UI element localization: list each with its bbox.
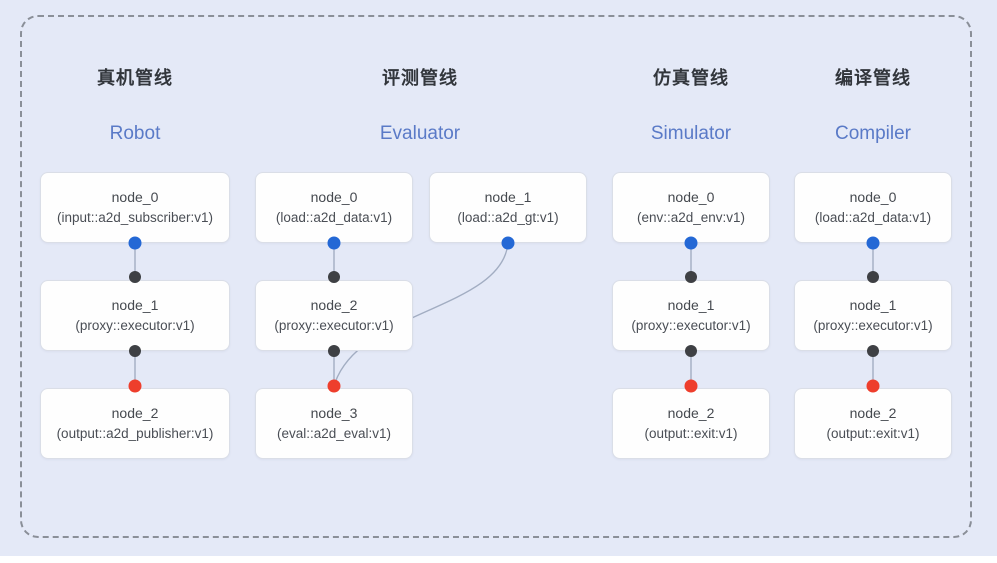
node-name: node_1 — [111, 297, 159, 313]
node-name: node_0 — [849, 189, 897, 205]
node-box-evaluator-node0[interactable]: node_0 (load::a2d_data:v1) — [255, 172, 413, 243]
node-name: node_0 — [310, 189, 358, 205]
node-impl: (eval::a2d_eval:v1) — [276, 426, 392, 441]
node-name: node_0 — [667, 189, 715, 205]
node-box-simulator-node1[interactable]: node_1 (proxy::executor:v1) — [612, 280, 770, 351]
node-impl: (output::exit:v1) — [826, 426, 920, 441]
node-impl: (output::a2d_publisher:v1) — [56, 426, 214, 441]
pipeline-title-zh-robot: 真机管线 — [97, 68, 173, 88]
node-impl: (load::a2d_gt:v1) — [457, 210, 559, 225]
node-name: node_1 — [484, 189, 532, 205]
node-box-evaluator-node1[interactable]: node_1 (load::a2d_gt:v1) — [429, 172, 587, 243]
node-box-evaluator-node2[interactable]: node_2 (proxy::executor:v1) — [255, 280, 413, 351]
node-box-compiler-node0[interactable]: node_0 (load::a2d_data:v1) — [794, 172, 952, 243]
node-name: node_2 — [849, 405, 897, 421]
node-box-robot-node2[interactable]: node_2 (output::a2d_publisher:v1) — [40, 388, 230, 459]
node-box-compiler-node1[interactable]: node_1 (proxy::executor:v1) — [794, 280, 952, 351]
pipeline-title-en-evaluator: Evaluator — [379, 123, 461, 144]
node-box-compiler-node2[interactable]: node_2 (output::exit:v1) — [794, 388, 952, 459]
node-impl: (proxy::executor:v1) — [75, 318, 195, 333]
node-name: node_2 — [111, 405, 159, 421]
pipeline-title-zh-evaluator: 评测管线 — [382, 68, 458, 88]
node-impl: (output::exit:v1) — [644, 426, 738, 441]
node-box-simulator-node0[interactable]: node_0 (env::a2d_env:v1) — [612, 172, 770, 243]
node-name: node_3 — [310, 405, 358, 421]
pipeline-title-en-robot: Robot — [109, 123, 161, 144]
node-impl: (load::a2d_data:v1) — [275, 210, 393, 225]
node-name: node_2 — [310, 297, 358, 313]
node-impl: (input::a2d_subscriber:v1) — [56, 210, 214, 225]
pipeline-diagram-frame — [20, 15, 972, 538]
node-impl: (proxy::executor:v1) — [631, 318, 751, 333]
node-box-simulator-node2[interactable]: node_2 (output::exit:v1) — [612, 388, 770, 459]
node-impl: (proxy::executor:v1) — [813, 318, 933, 333]
node-name: node_2 — [667, 405, 715, 421]
node-name: node_1 — [667, 297, 715, 313]
node-box-evaluator-node3[interactable]: node_3 (eval::a2d_eval:v1) — [255, 388, 413, 459]
node-name: node_1 — [849, 297, 897, 313]
pipeline-title-en-compiler: Compiler — [834, 123, 912, 144]
node-impl: (proxy::executor:v1) — [274, 318, 394, 333]
node-box-robot-node0[interactable]: node_0 (input::a2d_subscriber:v1) — [40, 172, 230, 243]
node-impl: (load::a2d_data:v1) — [814, 210, 932, 225]
node-impl: (env::a2d_env:v1) — [636, 210, 746, 225]
node-name: node_0 — [111, 189, 159, 205]
pipeline-title-zh-compiler: 编译管线 — [835, 68, 911, 88]
node-box-robot-node1[interactable]: node_1 (proxy::executor:v1) — [40, 280, 230, 351]
pipeline-title-en-simulator: Simulator — [650, 123, 732, 144]
pipeline-title-zh-simulator: 仿真管线 — [653, 68, 729, 88]
